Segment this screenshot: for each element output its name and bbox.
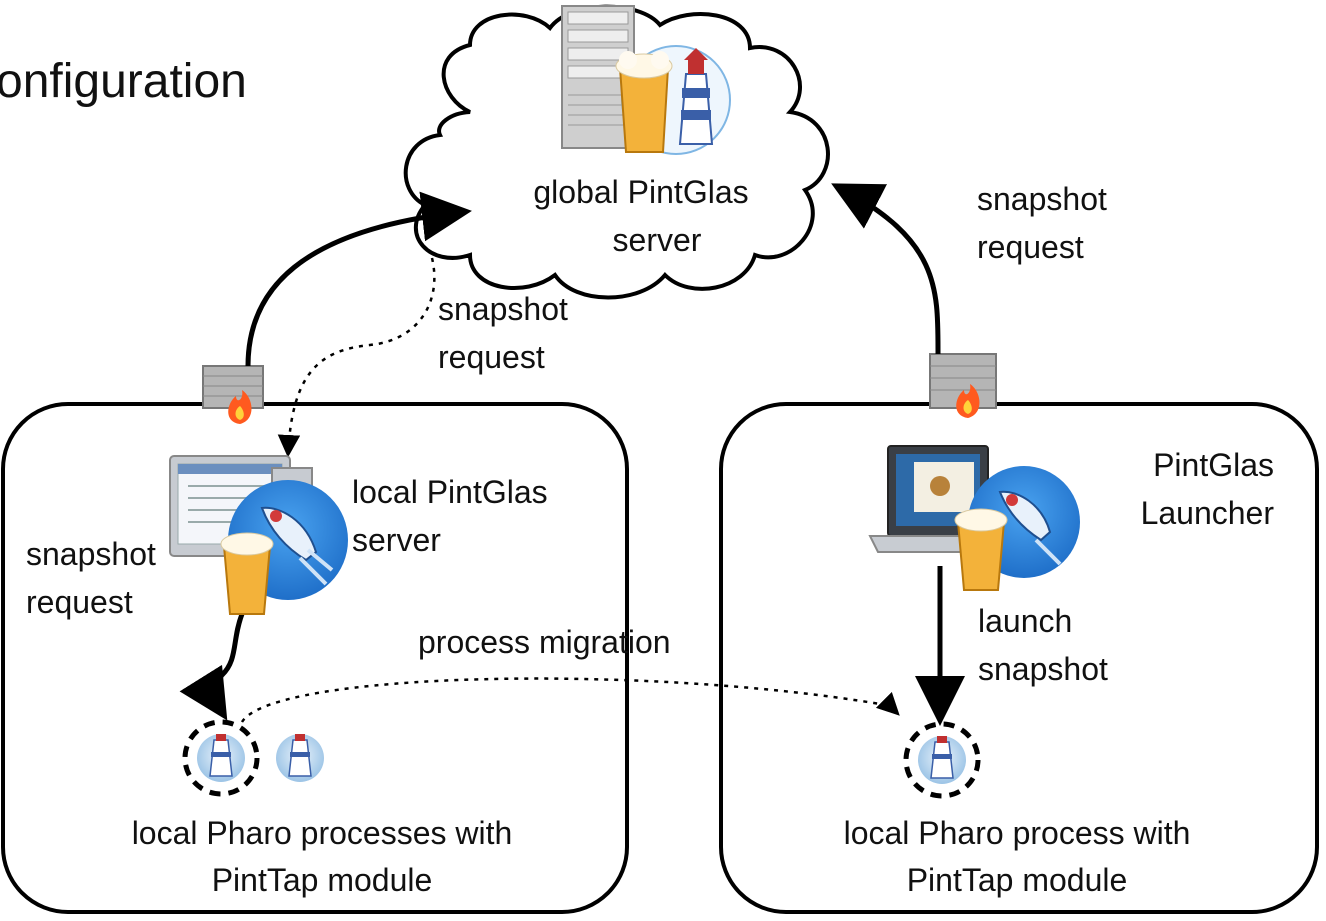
snapshot-request-left-1: snapshot <box>26 536 156 572</box>
beer-glass-icon <box>954 508 1008 591</box>
edge-global-to-local-dashed <box>277 257 436 458</box>
pharo-process-icon <box>903 721 981 799</box>
edge-local-to-processes <box>179 613 245 721</box>
fire-icon <box>228 390 252 424</box>
pharo-process-icon <box>276 734 324 782</box>
left-host-box <box>1 402 629 914</box>
snapshot-request-top-right-2: request <box>977 229 1084 265</box>
launch-snapshot-label-2: snapshot <box>978 651 1108 687</box>
server-tower-icon <box>561 5 635 149</box>
edge-left-to-global <box>245 191 472 367</box>
left-processes-label-2: PintTap module <box>212 862 433 898</box>
global-server-label-1: global PintGlas <box>533 174 748 210</box>
process-migration-label: process migration <box>418 624 671 660</box>
global-server-label-2: server <box>613 222 702 258</box>
lighthouse-icon <box>678 48 714 145</box>
snapshot-request-middle-1: snapshot <box>438 291 568 327</box>
right-process-label-2: PintTap module <box>907 862 1128 898</box>
launcher-label-2: Launcher <box>1141 495 1275 531</box>
edge-process-migration <box>240 677 900 723</box>
pharo-process-icon <box>182 719 260 797</box>
snapshot-request-middle-2: request <box>438 339 545 375</box>
snapshot-request-top-right-1: snapshot <box>977 181 1107 217</box>
local-server-label-1: local PintGlas <box>352 474 548 510</box>
page-title: onfiguration <box>0 55 247 108</box>
left-processes-label-1: local Pharo processes with <box>132 815 513 851</box>
snapshot-request-left-2: request <box>26 584 133 620</box>
edge-right-to-global <box>831 183 941 355</box>
right-host-box <box>719 402 1319 914</box>
beer-glass-icon <box>615 51 673 153</box>
local-server-label-2: server <box>352 522 441 558</box>
laptop-icon <box>868 445 1010 553</box>
beer-glass-icon <box>220 532 274 615</box>
fire-icon <box>956 384 980 418</box>
launch-snapshot-label-1: launch <box>978 603 1072 639</box>
launcher-label-1: PintGlas <box>1153 447 1274 483</box>
right-process-label-1: local Pharo process with <box>844 815 1191 851</box>
